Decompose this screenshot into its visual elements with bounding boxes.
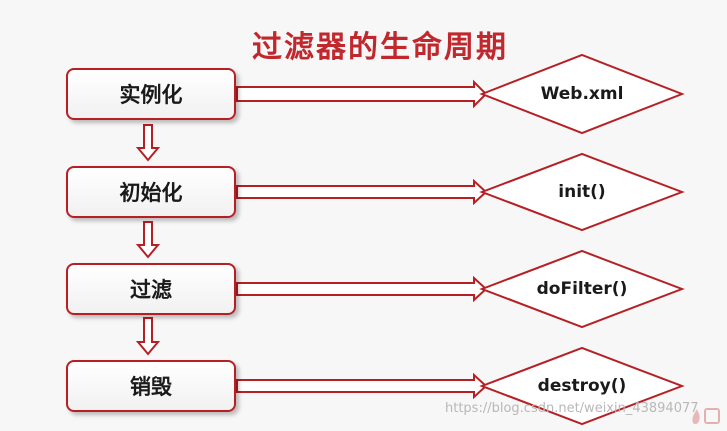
method-label-dofilter: doFilter() <box>536 279 628 299</box>
stage-box-instantiate: 实例化 <box>66 68 236 120</box>
right-arrow-4 <box>236 372 488 400</box>
stage-box-filter: 过滤 <box>66 263 236 315</box>
stage-box-initialize: 初始化 <box>66 166 236 218</box>
down-arrow-2 <box>135 221 161 259</box>
down-arrow-1 <box>135 124 161 162</box>
diamond-3 <box>479 249 685 329</box>
stage-box-destroy: 销毁 <box>66 360 236 412</box>
right-arrow-1 <box>236 79 488 109</box>
diagram-title: 过滤器的生命周期 <box>252 30 508 65</box>
method-label-init: init() <box>558 182 606 202</box>
method-label-web-xml: Web.xml <box>540 84 624 104</box>
right-arrow-2 <box>236 178 488 206</box>
diamond-2 <box>479 152 685 232</box>
brand-logo-icon <box>692 408 720 425</box>
method-label-destroy: destroy() <box>537 376 627 396</box>
diamond-1 <box>479 53 685 135</box>
watermark-url: https://blog.csdn.net/weixin_43894077 <box>445 401 699 416</box>
down-arrow-3 <box>135 317 161 356</box>
right-arrow-3 <box>236 275 488 303</box>
diamond-4 <box>479 346 685 426</box>
